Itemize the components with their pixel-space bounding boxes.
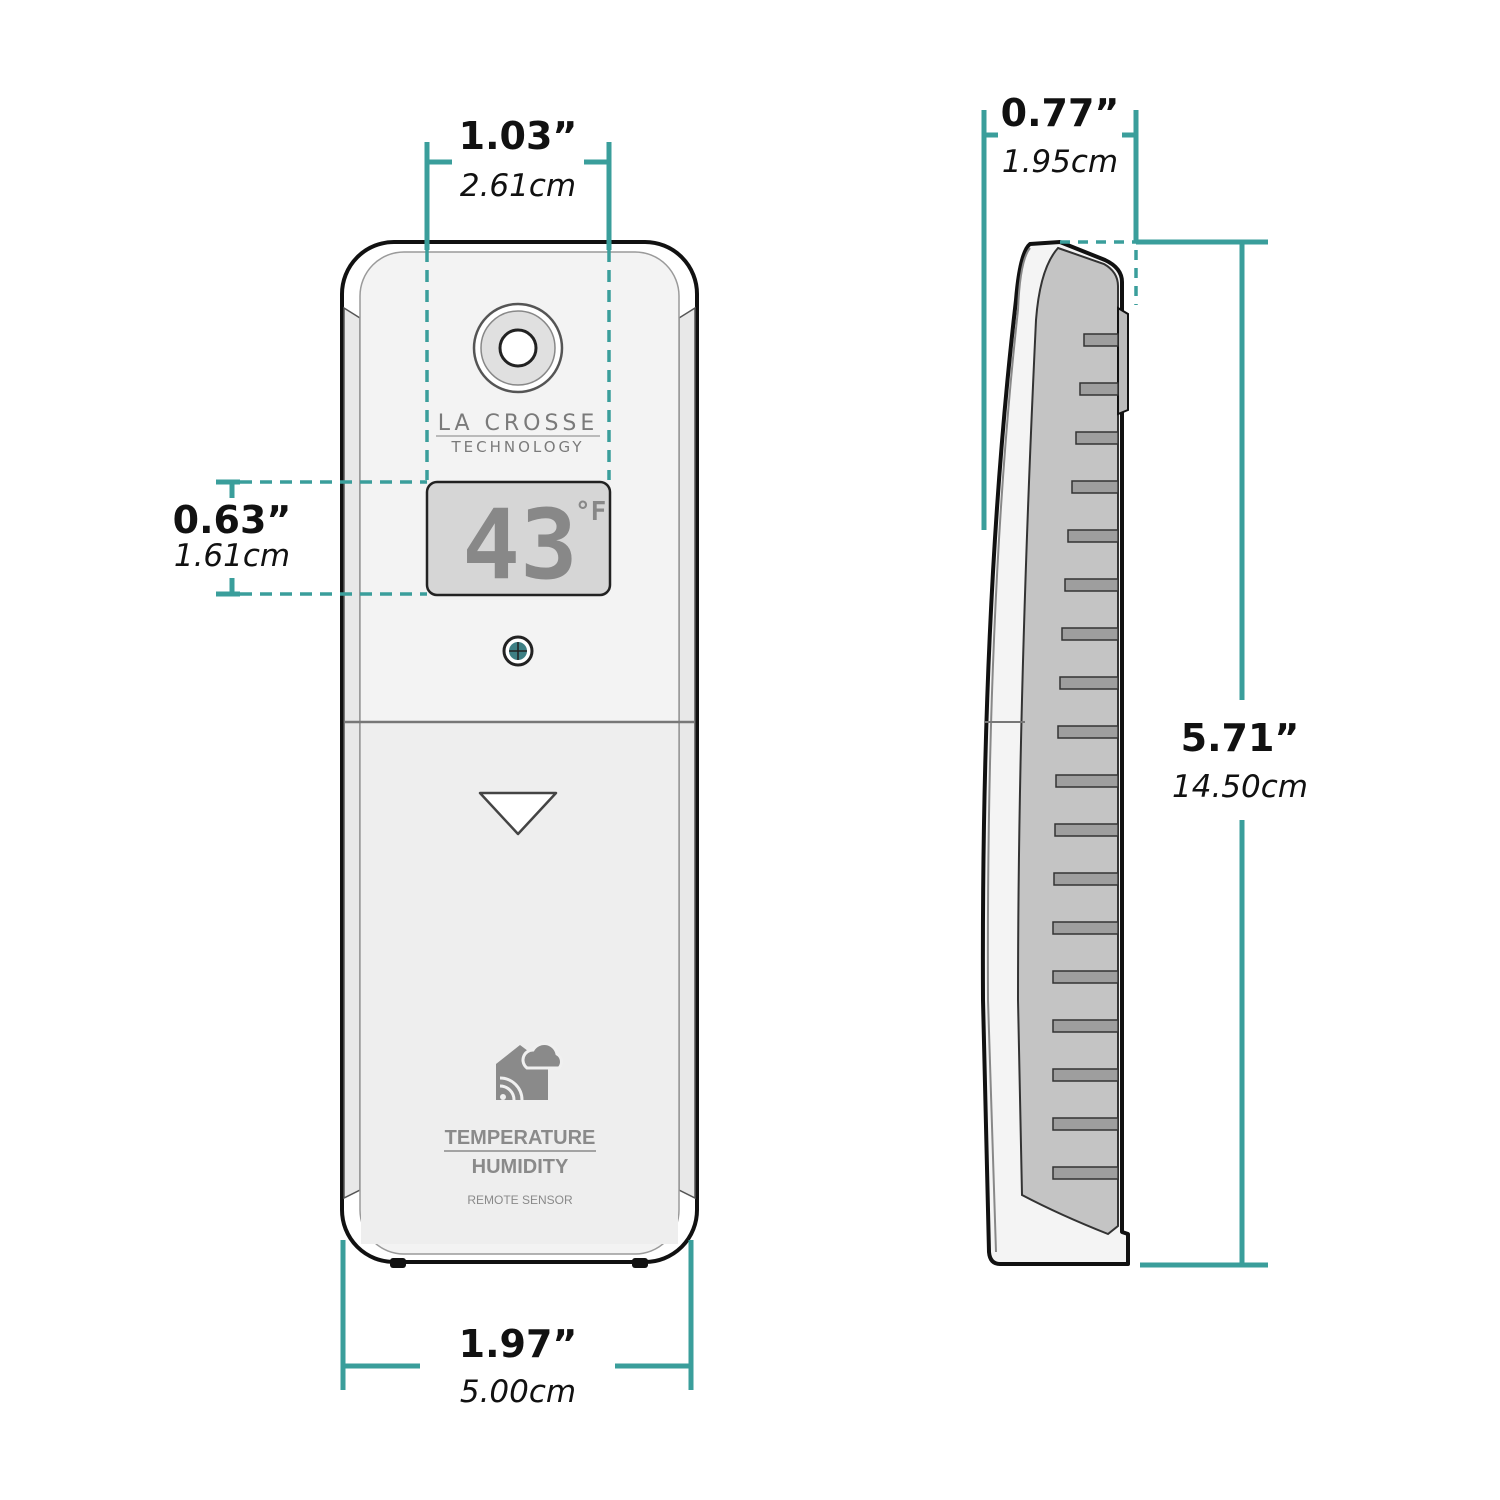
label-humidity: HUMIDITY [472,1156,569,1178]
dimension-display-height-cm: 1.61cm [174,538,290,574]
dimension-overall-width-inches: 1.97” [459,1322,578,1366]
front-right-rail [678,306,696,1200]
side-vent-fins [1052,333,1119,1180]
label-remote-sensor: REMOTE SENSOR [467,1193,573,1207]
sensor-port [472,302,564,394]
dimension-display-height-inches: 0.63” [173,498,292,542]
front-foot-right [632,1258,648,1268]
dimension-sensor-width-inches: 1.03” [459,114,578,158]
dimension-overall-width: 1.97” 5.00cm [340,1240,694,1410]
dimension-sensor-width: 1.03” 2.61cm [424,114,612,250]
dimension-sensor-width-cm: 2.61cm [460,168,576,204]
dimension-depth-cm: 1.95cm [1002,144,1118,180]
lcd-display [425,480,612,597]
dimension-depth-inches: 0.77” [1001,91,1120,135]
dimension-display-height: 0.63” 1.61cm [173,479,292,597]
down-triangle-icon [478,791,558,836]
side-clip [1117,306,1129,416]
side-grille-panel [1016,246,1119,1236]
brand-subtitle: TECHNOLOGY [450,438,584,456]
brand-name: LA CROSSE [438,411,599,436]
side-dashed-guides [1060,240,1138,305]
front-dashed-guides [240,250,611,596]
side-view [980,240,1130,1266]
lcd-temperature-value: 43 [462,489,578,601]
dimension-height: 5.71” 14.50cm [1136,239,1308,1268]
front-left-rail [343,306,361,1200]
dimension-overall-width-cm: 5.00cm [460,1374,576,1410]
front-view: LA CROSSE TECHNOLOGY 43 °F TEMPERATURE H… [340,240,699,1268]
lcd-temperature-unit: °F [575,497,606,527]
dimension-height-inches: 5.71” [1181,716,1300,760]
house-cloud-signal-icon [496,1042,563,1101]
side-front-edge [986,247,1031,1253]
dimension-depth: 0.77” 1.95cm [981,91,1139,530]
front-foot-left [390,1258,406,1268]
led-indicator-icon [502,635,534,667]
dimension-height-cm: 14.50cm [1172,769,1308,805]
label-temperature: TEMPERATURE [445,1127,596,1149]
